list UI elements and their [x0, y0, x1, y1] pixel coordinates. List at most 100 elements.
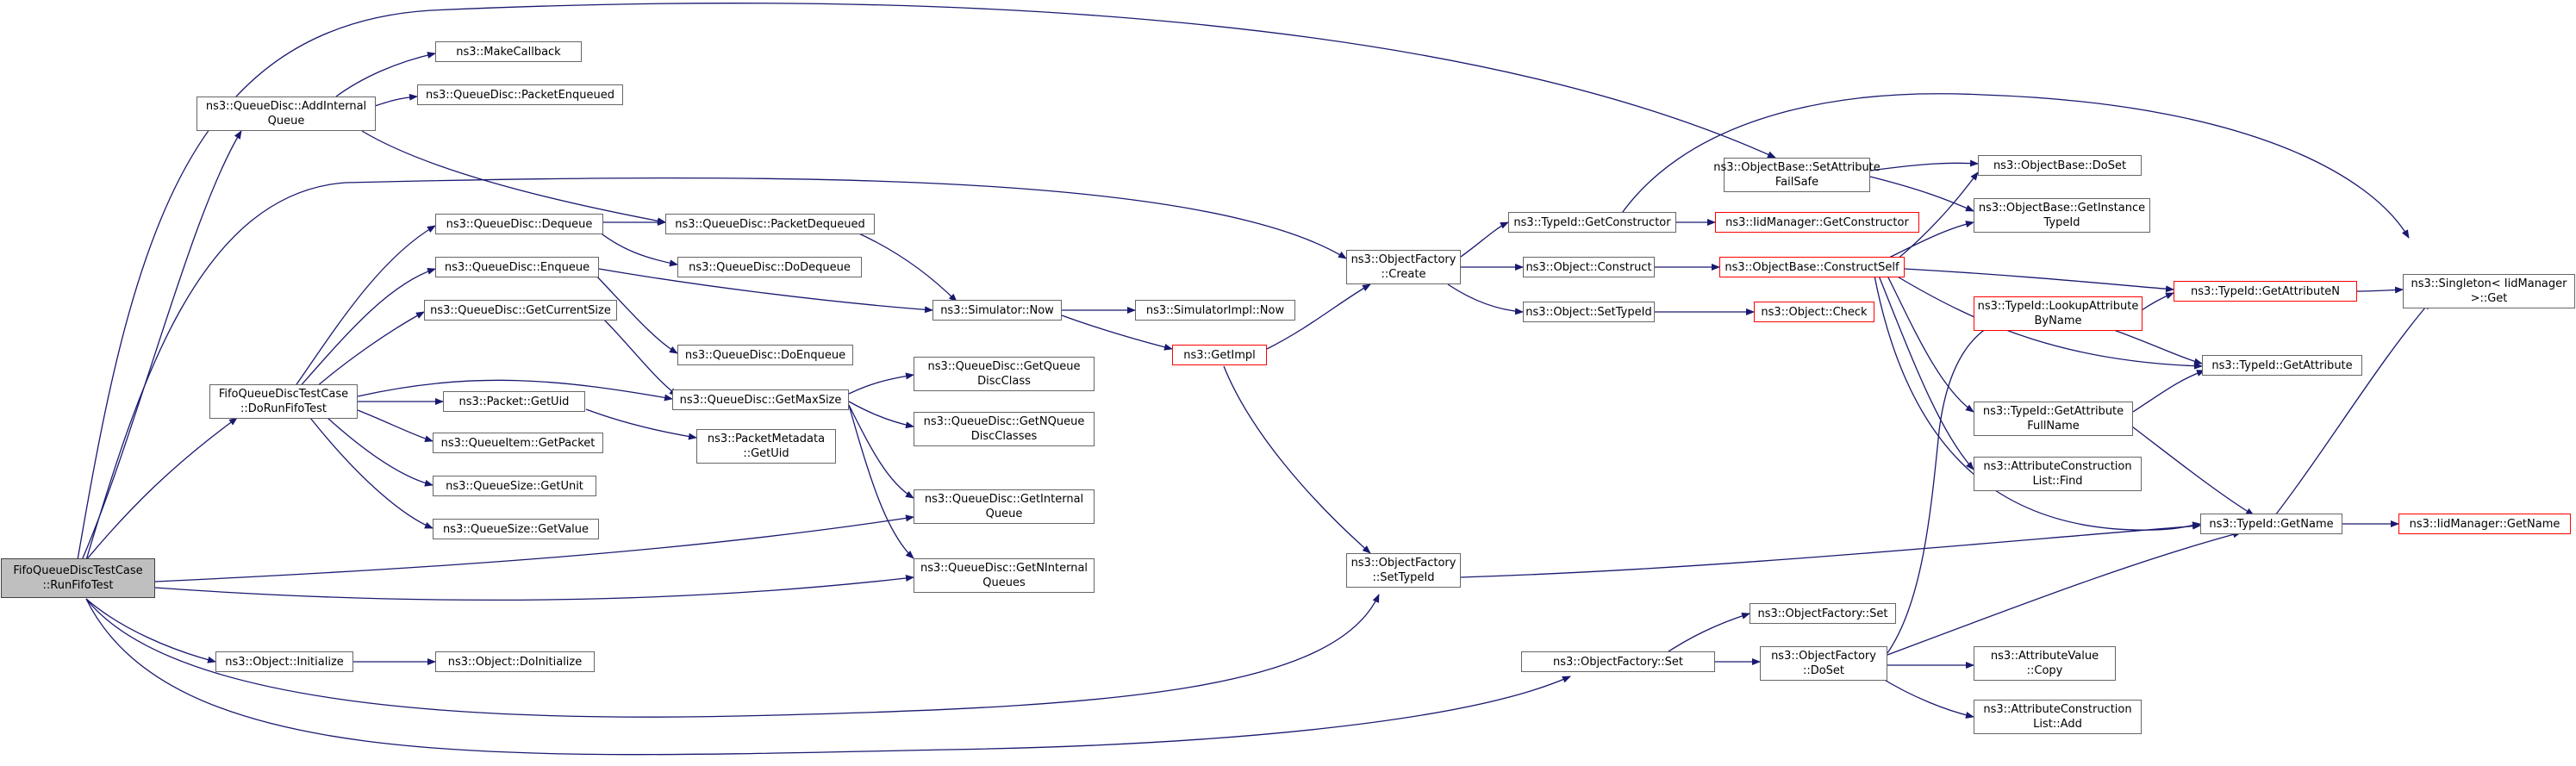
node-qd-enqueue[interactable]: ns3::QueueDisc::Enqueue [435, 257, 599, 277]
node-label: TypeId [2043, 216, 2080, 229]
edge-construct-self-get-attribute [1895, 275, 2203, 370]
edge-root-object-factory-create [85, 177, 1347, 561]
node-object-base-construct-self[interactable]: ns3::ObjectBase::ConstructSelf [1719, 257, 1905, 277]
node-queue-size-get-value[interactable]: ns3::QueueSize::GetValue [433, 519, 599, 539]
node-typeid-get-name[interactable]: ns3::TypeId::GetName [2200, 514, 2342, 534]
node-label: ns3::TypeId::GetName [2209, 517, 2334, 531]
node-label: ns3::QueueDisc::GetQueue [927, 360, 1081, 373]
node-label: ns3::ObjectFactory [1350, 253, 1456, 266]
edge-get-impl-object-factory-create [1266, 283, 1371, 350]
node-label: ns3::ObjectFactory [1350, 557, 1456, 570]
node-qd-dequeue[interactable]: ns3::QueueDisc::Dequeue [435, 214, 603, 234]
node-typeid-get-constructor[interactable]: ns3::TypeId::GetConstructor [1508, 212, 1676, 233]
node-label: ns3::Object::Check [1761, 305, 1868, 319]
edge-get-max-size-get-queue-disc-class [848, 372, 914, 395]
node-object-factory-set-type-id[interactable]: ns3::ObjectFactory::SetTypeId [1346, 553, 1461, 588]
edge-simulator-now-get-impl [1061, 314, 1173, 351]
node-typeid-get-attribute[interactable]: ns3::TypeId::GetAttribute [2202, 355, 2362, 376]
node-singleton-get[interactable]: ns3::Singleton< IidManager>::Get [2403, 274, 2575, 308]
edge-do-set-lookup-attribute-by-name [1887, 317, 2009, 654]
edge-do-set-object-factory-set-top [1662, 612, 1750, 656]
edge-get-attribute-n-singleton-get [2356, 286, 2404, 294]
node-simulator-impl-now[interactable]: ns3::SimulatorImpl::Now [1135, 300, 1295, 321]
node-label: ns3::QueueDisc::GetCurrentSize [430, 303, 611, 317]
node-object-factory-set[interactable]: ns3::ObjectFactory::Set [1521, 651, 1715, 672]
edge-packet-get-uid-packet-metadata [585, 408, 697, 440]
node-object-do-initialize[interactable]: ns3::Object::DoInitialize [435, 651, 595, 672]
node-label: ns3::Object::SetTypeId [1525, 305, 1652, 319]
edge-get-attribute-full-name-get-attribute [2132, 370, 2205, 413]
edge-root-add-internal-queue [81, 130, 242, 561]
edge-do-run-fifo-queue-size-get-value [309, 417, 433, 529]
node-packet-metadata-get-uid[interactable]: ns3::PacketMetadata::GetUid [696, 429, 836, 464]
node-label: Queue [985, 508, 1023, 520]
node-object-initialize[interactable]: ns3::Object::Initialize [215, 651, 353, 672]
node-label: ns3::TypeId::GetAttribute [1982, 405, 2124, 418]
node-do-run-fifo-test[interactable]: FifoQueueDiscTestCase::DoRunFifoTest [209, 384, 358, 419]
node-object-factory-set-top[interactable]: ns3::ObjectFactory::Set [1750, 603, 1896, 624]
node-make-callback[interactable]: ns3::MakeCallback [435, 41, 582, 62]
node-simulator-now[interactable]: ns3::Simulator::Now [932, 300, 1062, 321]
edge-root-object-factory-set [85, 598, 1571, 756]
edge-do-run-fifo-queue-item-get-packet [357, 409, 433, 443]
node-get-impl[interactable]: ns3::GetImpl [1172, 345, 1267, 365]
node-object-factory-do-set[interactable]: ns3::ObjectFactory::DoSet [1760, 646, 1887, 681]
node-queue-size-get-unit[interactable]: ns3::QueueSize::GetUnit [433, 476, 596, 496]
edge-object-factory-set-type-id-get-name [1460, 522, 2201, 578]
node-attribute-value-copy[interactable]: ns3::AttributeValue::Copy [1974, 646, 2116, 681]
node-packet-dequeued[interactable]: ns3::QueueDisc::PacketDequeued [665, 214, 875, 234]
node-object-set-type-id[interactable]: ns3::Object::SetTypeId [1523, 302, 1655, 322]
edge-construct-self-get-name [1874, 275, 2201, 531]
node-label: ns3::IidManager::GetName [2409, 517, 2560, 531]
node-do-dequeue[interactable]: ns3::QueueDisc::DoDequeue [677, 257, 862, 277]
edge-set-attribute-fail-safe-do-set [1869, 159, 1979, 171]
edge-get-impl-object-factory-set-type-id [1223, 365, 1371, 554]
node-typeid-get-attribute-n[interactable]: ns3::TypeId::GetAttributeN [2174, 281, 2357, 302]
node-label: ns3::Object::Initialize [225, 655, 344, 669]
node-label: ns3::QueueDisc::GetMaxSize [679, 393, 842, 407]
node-queue-item-get-packet[interactable]: ns3::QueueItem::GetPacket [433, 433, 603, 453]
node-get-current-size[interactable]: ns3::QueueDisc::GetCurrentSize [424, 300, 617, 321]
edge-root-set-attribute-fail-safe [77, 3, 1776, 561]
node-get-max-size[interactable]: ns3::QueueDisc::GetMaxSize [672, 389, 849, 410]
node-label: ByName [2034, 314, 2082, 327]
node-label: DiscClasses [970, 430, 1038, 443]
node-packet-get-uid[interactable]: ns3::Packet::GetUid [443, 391, 585, 412]
node-do-enqueue[interactable]: ns3::QueueDisc::DoEnqueue [677, 345, 853, 365]
node-label: ns3::QueueDisc::GetInternal [924, 493, 1084, 506]
node-label: FifoQueueDiscTestCase [218, 388, 349, 401]
edge-root-get-internal-queue [154, 514, 914, 582]
node-label: ns3::AttributeConstruction [1983, 460, 2132, 473]
node-label: ns3::MakeCallback [456, 45, 561, 59]
node-label: Queues [982, 576, 1026, 589]
node-object-construct[interactable]: ns3::Object::Construct [1523, 257, 1655, 277]
node-object-factory-create[interactable]: ns3::ObjectFactory::Create [1346, 250, 1461, 284]
node-object-check[interactable]: ns3::Object::Check [1754, 302, 1874, 322]
node-label: ::Copy [2026, 664, 2063, 677]
node-label: ns3::ObjectBase::ConstructSelf [1725, 260, 1899, 274]
edge-get-max-size-get-n-internal-queues [848, 404, 914, 559]
node-packet-enqueued[interactable]: ns3::QueueDisc::PacketEnqueued [417, 84, 623, 105]
node-label: List::Find [2032, 475, 2083, 488]
node-label: DiscClass [977, 375, 1031, 388]
node-label: ns3::AttributeConstruction [1983, 703, 2132, 716]
node-object-base-do-set[interactable]: ns3::ObjectBase::DoSet [1978, 155, 2142, 176]
node-label: ns3::QueueSize::GetUnit [446, 479, 583, 493]
node-iid-manager-get-name[interactable]: ns3::IidManager::GetName [2398, 514, 2571, 534]
node-label: ::SetTypeId [1372, 571, 1435, 584]
edge-do-run-fifo-get-max-size [357, 379, 673, 402]
edge-do-set-attribute-construction-list-add [1878, 676, 1974, 719]
node-iid-manager-get-constructor[interactable]: ns3::IidManager::GetConstructor [1715, 212, 1919, 233]
